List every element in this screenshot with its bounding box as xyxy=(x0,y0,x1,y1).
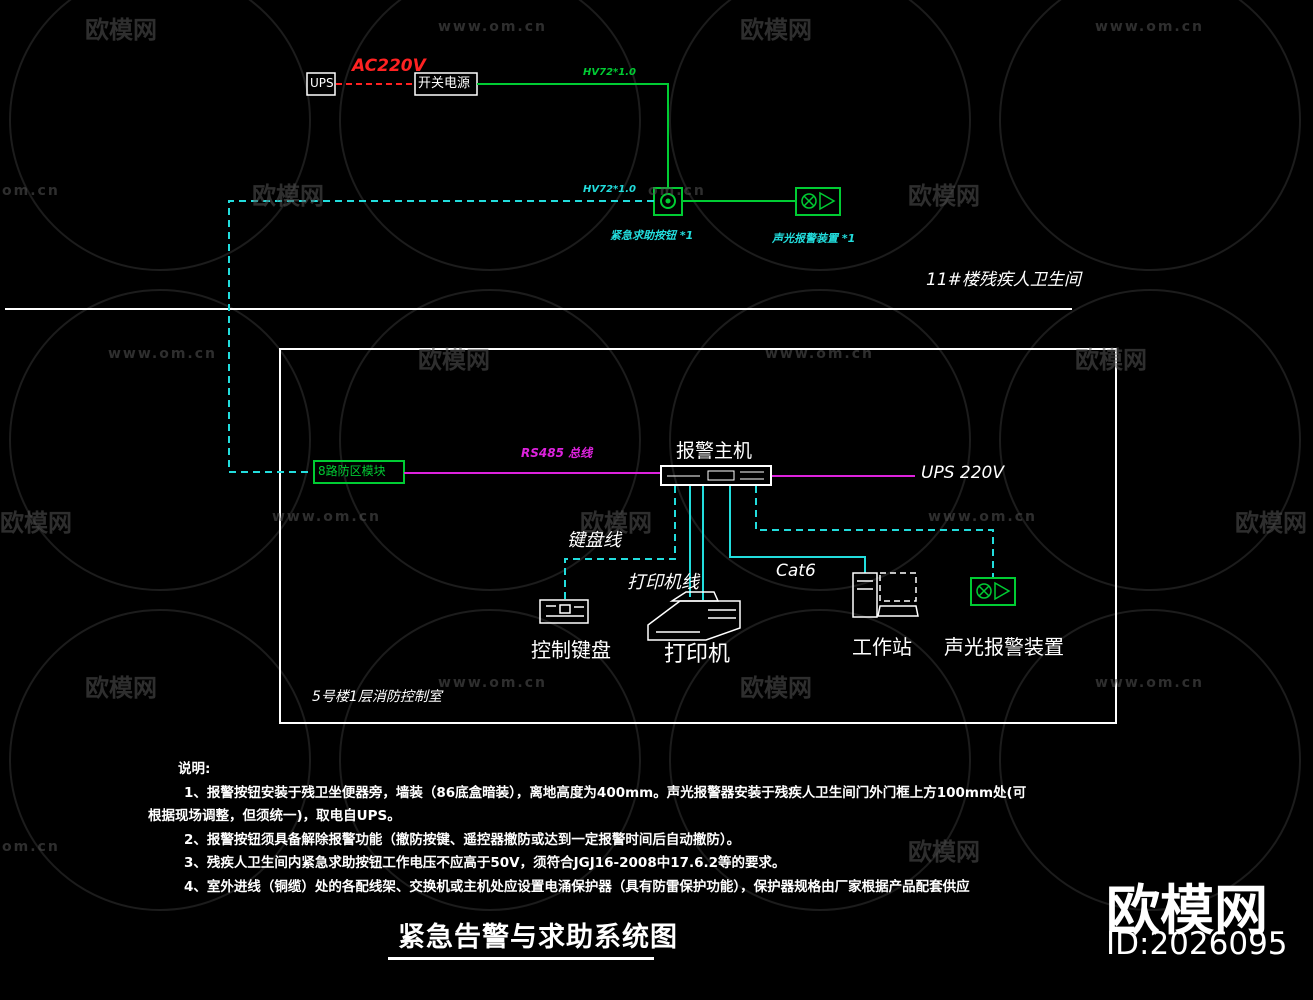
control-room-frame xyxy=(279,348,1117,724)
printer-icon xyxy=(647,591,741,641)
hv-cable-top xyxy=(477,83,669,188)
emergency-button-label: 紧急求助按钮 *1 xyxy=(610,229,694,242)
watermark-brand: 欧模网 xyxy=(85,16,157,44)
control-keyboard-label: 控制键盘 xyxy=(531,638,611,662)
notes-line-2: 2、报警按钮须具备解除报警功能（撤防按键、遥控器撤防或达到一定报警时间后自动撤防… xyxy=(184,831,741,848)
brand-logo: 欧模网 xyxy=(1106,879,1268,942)
workstation-icon xyxy=(852,572,919,618)
watermark-url: www.om.cn xyxy=(438,19,548,35)
watermark-brand: 欧模网 xyxy=(908,182,980,210)
cable-mid-label: HV72*1.0 xyxy=(583,184,636,195)
watermark-brand: 欧模网 xyxy=(908,838,980,866)
watermark-rings xyxy=(9,0,1301,911)
room-label: 11#楼残疾人卫生间 xyxy=(926,270,1081,290)
signal-line-dashed xyxy=(228,200,654,473)
zone-module-label: 8路防区模块 xyxy=(318,464,386,478)
printer-line-label: 打印机线 xyxy=(627,572,699,593)
control-keyboard-icon xyxy=(539,599,589,624)
brand-id: ID:2026095 xyxy=(1106,926,1288,962)
watermark-url: www.om.cn xyxy=(1095,675,1205,691)
cat6-label: Cat6 xyxy=(776,561,816,581)
notes-block: 说明: 1、报警按钮安装于残卫坐便器旁，墙装（86底盒暗装），离地高度为400m… xyxy=(148,758,1208,899)
notes-line-1: 1、报警按钮安装于残卫坐便器旁，墙装（86底盒暗装），离地高度为400mm。声光… xyxy=(184,784,1027,801)
watermark-brand: 欧模网 xyxy=(0,509,72,537)
watermark-url: www.om.cn xyxy=(928,509,1038,525)
workstation-label: 工作站 xyxy=(852,635,912,659)
watermark-brand: 欧模网 xyxy=(580,509,652,537)
keyboard-cable xyxy=(564,486,676,600)
sound-light-label: 声光报警装置 xyxy=(944,635,1064,659)
watermark-brand: 欧模网 xyxy=(418,346,490,374)
cat6-cable xyxy=(729,486,866,573)
ups-220-label: UPS 220V xyxy=(921,463,1004,483)
sound-light-alarm-icon xyxy=(970,577,1016,606)
keyboard-line-label: 键盘线 xyxy=(567,530,621,551)
notes-line-3: 3、残疾人卫生间内紧急求助按钮工作电压不应高于50V，须符合JGJ16-2008… xyxy=(184,855,786,871)
watermark-url: www.om.cn xyxy=(1095,19,1205,35)
ups-label: UPS xyxy=(310,76,334,90)
alarm-device-cable xyxy=(755,486,994,578)
diagram-title: 紧急告警与求助系统图 xyxy=(398,922,678,953)
watermark-url: www.om.cn xyxy=(765,346,875,362)
watermark-url: www.om.cn xyxy=(272,509,382,525)
ac220-label: AC220V xyxy=(352,56,426,76)
watermark-brand: 欧模网 xyxy=(1075,346,1147,374)
notes-line-1b: 根据现场调整，但须统一)，取电自UPS。 xyxy=(148,808,401,824)
watermark-url: om.cn xyxy=(2,839,60,855)
watermark-brand: 欧模网 xyxy=(252,182,324,210)
emergency-button-icon xyxy=(653,187,683,216)
title-underline xyxy=(388,957,654,960)
alarm-host-label: 报警主机 xyxy=(676,440,753,462)
alarm-host-icon xyxy=(660,465,772,486)
rs485-label: RS485 总线 xyxy=(521,446,593,460)
switch-power-label: 开关电源 xyxy=(418,76,471,91)
sound-light-top-label: 声光报警装置 *1 xyxy=(772,232,856,245)
notes-line-4: 4、室外进线（铜缆）处的各配线架、交换机或主机处应设置电涌保护器（具有防雷保护功… xyxy=(184,878,970,895)
watermark-brand: 欧模网 xyxy=(740,674,812,702)
cable-top-label: HV72*1.0 xyxy=(583,67,636,78)
ups-box xyxy=(306,72,336,96)
watermark-url: om.cn xyxy=(2,183,60,199)
notes-heading: 说明: xyxy=(178,761,211,777)
watermark-url: om.cn xyxy=(648,183,706,199)
watermark-url: www.om.cn xyxy=(108,346,218,362)
watermark-brand: 欧模网 xyxy=(740,16,812,44)
watermark-brand: 欧模网 xyxy=(1235,509,1307,537)
control-room-label: 5号楼1层消防控制室 xyxy=(312,689,442,705)
sound-light-alarm-top-icon xyxy=(795,187,841,216)
watermark-url: www.om.cn xyxy=(438,675,548,691)
watermark-brand: 欧模网 xyxy=(85,674,157,702)
printer-label: 打印机 xyxy=(664,642,731,667)
